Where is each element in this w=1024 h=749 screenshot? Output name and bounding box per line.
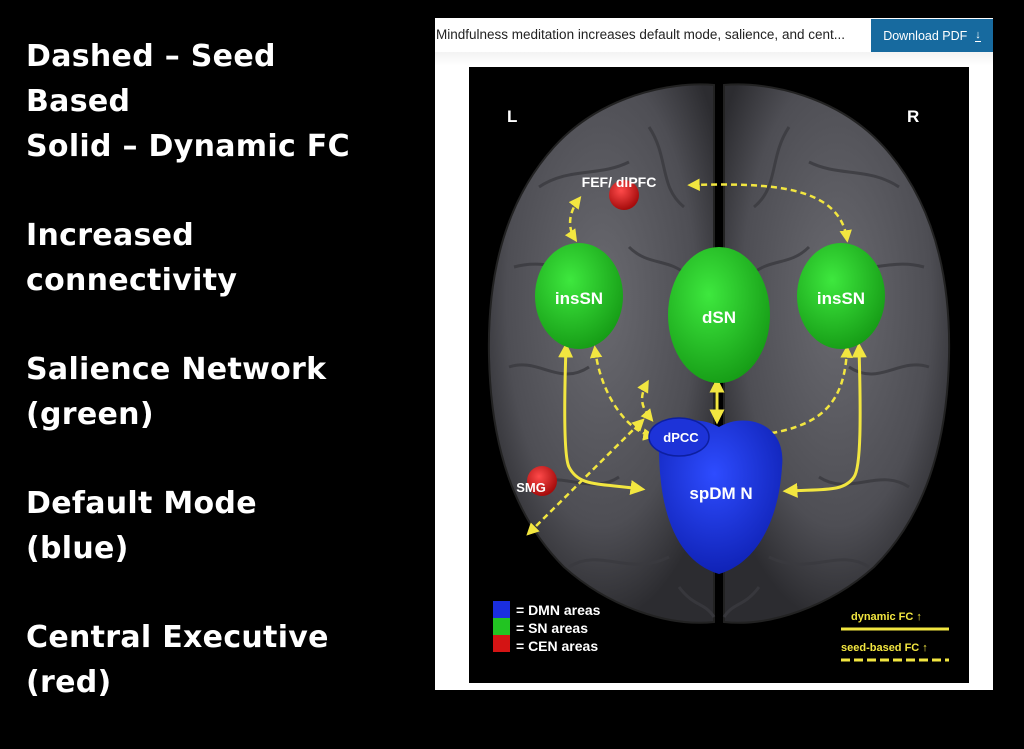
arrow-fef-to-left-ins	[564, 196, 582, 243]
dsn-region	[668, 247, 770, 383]
region-legend: = DMN areas = SN areas = CEN areas	[493, 601, 601, 654]
legend-swatch-cen	[493, 635, 510, 652]
note-text: Salience Network	[26, 352, 327, 387]
legend-seed-fc-label: seed-based FC ↑	[841, 642, 928, 654]
fef-dlpfc-region	[609, 180, 639, 210]
arrow-fef-to-right-ins	[687, 178, 852, 243]
smg-region	[527, 466, 557, 496]
note-text: (blue)	[26, 531, 129, 566]
note-line-style: Dashed – Seed Based Solid – Dynamic FC	[26, 34, 406, 169]
brain-network-figure: L R	[469, 67, 969, 683]
arrow-right-ins-to-spdmn	[782, 342, 867, 498]
note-default-mode: Default Mode (blue)	[26, 481, 406, 571]
note-text: Based	[26, 84, 131, 119]
note-text: (red)	[26, 665, 112, 700]
spdmn-region	[658, 420, 783, 574]
download-pdf-label: Download PDF	[883, 28, 968, 43]
note-text: connectivity	[26, 263, 238, 298]
note-text: (green)	[26, 397, 154, 432]
note-central-executive: Central Executive (red)	[26, 615, 406, 705]
right-hemisphere-label: R	[907, 107, 919, 126]
ins-sn-left-label: insSN	[555, 289, 603, 308]
download-pdf-button[interactable]: Download PDF ↓	[871, 19, 993, 52]
ins-sn-right-label: insSN	[817, 289, 865, 308]
legend-cen-label: = CEN areas	[516, 638, 598, 654]
note-text: Increased	[26, 218, 195, 253]
spdmn-label: spDM N	[689, 484, 752, 503]
smg-label: SMG	[516, 480, 546, 495]
note-increased: Increased connectivity	[26, 213, 406, 303]
legend-dmn-label: = DMN areas	[516, 602, 601, 618]
connection-legend: dynamic FC ↑ seed-based FC ↑	[841, 611, 949, 662]
article-title[interactable]: Mindfulness meditation increases default…	[436, 27, 845, 42]
note-text: Dashed – Seed	[26, 39, 276, 74]
fef-dlpfc-label: FEF/ dlPFC	[582, 174, 657, 190]
note-salience: Salience Network (green)	[26, 347, 406, 437]
dynamic-fc-connections	[558, 342, 867, 498]
legend-dynamic-fc-label: dynamic FC ↑	[851, 611, 922, 623]
dsn-label: dSN	[702, 308, 736, 327]
dpcc-region	[648, 417, 710, 457]
ins-sn-right-region	[797, 243, 885, 349]
gyri-texture	[508, 126, 930, 618]
header-divider	[435, 52, 993, 66]
note-text: Solid – Dynamic FC	[26, 129, 350, 164]
ins-sn-left-region	[535, 243, 623, 349]
legend-sn-label: = SN areas	[516, 620, 588, 636]
left-hemisphere-label: L	[507, 107, 517, 126]
dpcc-label: dPCC	[663, 430, 699, 445]
download-icon: ↓	[975, 28, 981, 42]
card-header: Mindfulness meditation increases default…	[435, 18, 993, 52]
article-figure-card: Mindfulness meditation increases default…	[435, 18, 993, 690]
legend-swatch-sn	[493, 618, 510, 635]
legend-swatch-dmn	[493, 601, 510, 618]
note-text: Central Executive	[26, 620, 329, 655]
arrow-left-ins-to-spdmn	[558, 342, 646, 495]
slide-notes: Dashed – Seed Based Solid – Dynamic FC I…	[26, 34, 406, 749]
note-text: Default Mode	[26, 486, 257, 521]
